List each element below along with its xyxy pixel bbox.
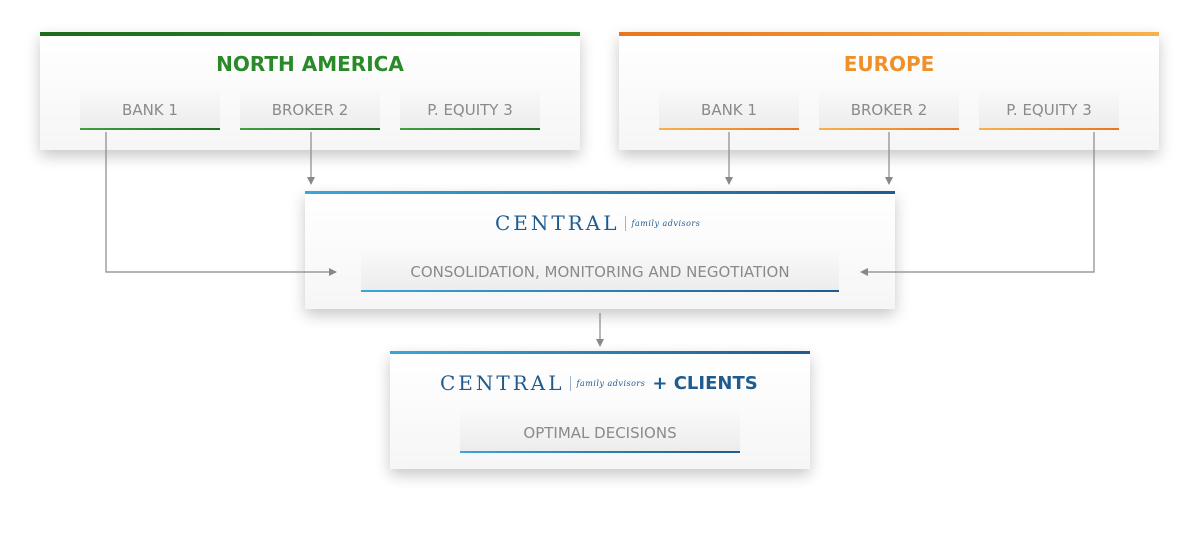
clients-logo-word: CENTRAL [440, 371, 565, 395]
europe-top-bar [619, 32, 1159, 36]
eu-bank-underline [659, 128, 799, 130]
na-equity-underline [400, 128, 540, 130]
eu-equity-label: P. EQUITY 3 [1006, 101, 1092, 119]
consolidation-underline [361, 290, 839, 292]
clients-top-bar [390, 351, 810, 354]
na-equity-box: P. EQUITY 3 [400, 90, 540, 130]
eu-broker-label: BROKER 2 [850, 101, 928, 119]
europe-title: EUROPE [843, 52, 935, 76]
clients-logo-subtitle: family advisors [576, 378, 646, 388]
na-bank-underline [80, 128, 220, 130]
optimal-decisions-box: OPTIMAL DECISIONS [460, 412, 740, 453]
na-bank-box: BANK 1 [80, 90, 220, 130]
na-broker-box: BROKER 2 [240, 90, 380, 130]
north-america-title: NORTH AMERICA [216, 52, 404, 76]
central-top-bar [305, 191, 895, 194]
central-logo-word: CENTRAL [495, 211, 620, 235]
clients-panel: CENTRAL family advisors + CLIENTS OPTIMA… [390, 351, 810, 469]
na-broker-label: BROKER 2 [271, 101, 349, 119]
europe-panel: EUROPE BANK 1 BROKER 2 P. EQUITY 3 [619, 32, 1159, 150]
na-bank-label: BANK 1 [122, 101, 178, 119]
eu-equity-box: P. EQUITY 3 [979, 90, 1119, 130]
na-broker-underline [240, 128, 380, 130]
eu-broker-underline [819, 128, 959, 130]
north-america-top-bar [40, 32, 580, 36]
clients-logo: CENTRAL family advisors + CLIENTS [440, 371, 758, 395]
optimal-decisions-label: OPTIMAL DECISIONS [523, 423, 677, 442]
central-logo-subtitle: family advisors [631, 218, 701, 228]
north-america-panel: NORTH AMERICA BANK 1 BROKER 2 P. EQUITY … [40, 32, 580, 150]
clients-logo-divider [569, 375, 571, 391]
eu-bank-box: BANK 1 [659, 90, 799, 130]
central-panel: CENTRAL family advisors CONSOLIDATION, M… [305, 191, 895, 309]
central-logo-divider [624, 215, 626, 231]
eu-broker-box: BROKER 2 [819, 90, 959, 130]
clients-plus-label: + CLIENTS [652, 372, 758, 394]
arrow-na-bank-to-consolidation [105, 132, 337, 276]
arrow-eu-equity-to-consolidation [860, 132, 1095, 276]
na-equity-label: P. EQUITY 3 [427, 101, 513, 119]
eu-bank-label: BANK 1 [701, 101, 757, 119]
central-logo: CENTRAL family advisors [495, 211, 700, 235]
optimal-decisions-underline [460, 451, 740, 453]
eu-equity-underline [979, 128, 1119, 130]
consolidation-box: CONSOLIDATION, MONITORING AND NEGOTIATIO… [361, 251, 839, 292]
consolidation-label: CONSOLIDATION, MONITORING AND NEGOTIATIO… [410, 262, 790, 281]
